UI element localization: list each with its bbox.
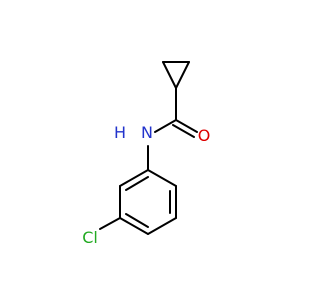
atom-label-h: H bbox=[114, 123, 126, 142]
bond-ring-inner-2 bbox=[125, 213, 149, 228]
atom-label-n: N bbox=[141, 123, 153, 142]
bond-c-cl bbox=[99, 217, 121, 230]
molecule-structure: H N O Cl bbox=[82, 61, 211, 247]
bond-ring-a bbox=[147, 169, 177, 187]
atom-label-o: O bbox=[198, 126, 211, 145]
bond-carbonyl-n bbox=[154, 119, 177, 133]
bond-ring-f bbox=[119, 169, 149, 187]
bond-ring-c bbox=[147, 217, 177, 235]
bond-cp-left bbox=[162, 61, 177, 89]
bond-ring-d bbox=[119, 217, 149, 235]
bond-ring-inner-3 bbox=[125, 176, 149, 191]
bond-carbonyl-o-1 bbox=[175, 119, 198, 133]
bond-carbonyl-o-2 bbox=[172, 124, 195, 138]
atom-label-cl: Cl bbox=[82, 228, 98, 247]
bond-cp-right bbox=[175, 61, 190, 89]
